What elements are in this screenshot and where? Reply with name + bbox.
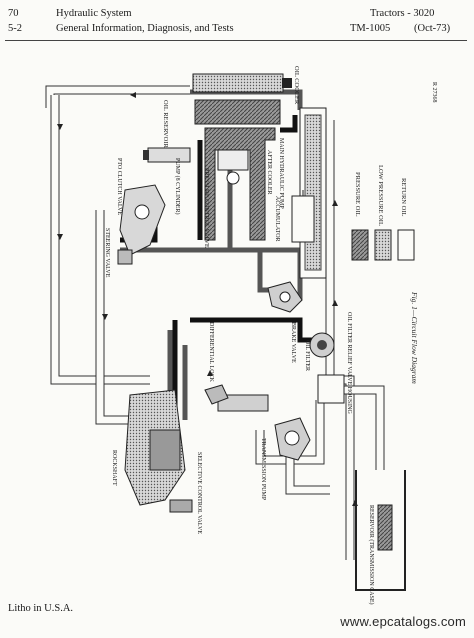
- rockshaft-assembly: ROCKSHAFT SELECTIVE CONTROL VALVE: [111, 389, 202, 534]
- model-title: Tractors - 3020: [370, 8, 435, 19]
- label-accumulator: ACCUMULATOR: [274, 196, 280, 242]
- pto-clutch-valve: PTO CLUTCH VALVE: [116, 147, 191, 215]
- oil-filter-relief-valve-housing: OIL FILTER RELIEF VALVE HOUSING: [309, 312, 352, 414]
- transmission-pump: TRANSMISSION PUMP: [260, 417, 311, 501]
- watermark-link[interactable]: www.epcatalogs.com: [340, 614, 466, 629]
- figure-caption: Fig. 1—Circuit Flow Diagram: [410, 291, 419, 384]
- oil-filter: OIL FILTER: [304, 340, 345, 404]
- label-rockshaft: ROCKSHAFT: [111, 450, 117, 486]
- label-steering-valve: STEERING VALVE: [104, 228, 110, 278]
- label-after-cooler: AFTER COOLER: [266, 150, 272, 195]
- label-reservoir: RESERVOIR (TRANSMISSION CASE): [368, 505, 375, 605]
- legend-swatch-return-oil: [397, 229, 415, 261]
- label-differential-lock: DIFFERENTIAL LOCK: [208, 322, 214, 383]
- legend-label-low-pressure-oil: LOW PRESSURE OIL: [377, 165, 384, 226]
- label-transmission-pump: TRANSMISSION PUMP: [260, 438, 266, 501]
- flow-legend: PRESSURE OIL LOW PRESSURE OIL RETURN OIL: [351, 165, 415, 261]
- header-rule: [5, 40, 467, 41]
- label-brake-valve: BRAKE VALVE: [290, 322, 296, 363]
- label-pressure-control-valve: PRESSURE CONTROL VALVE: [203, 168, 209, 248]
- figure-part-number: R 27368: [431, 82, 437, 103]
- main-hydraulic-pump: [299, 107, 327, 279]
- section-subtitle: General Information, Diagnosis, and Test…: [56, 23, 234, 34]
- manual-date: (Oct-73): [414, 23, 451, 34]
- label-selective-control-valve: SELECTIVE CONTROL VALVE: [196, 452, 202, 534]
- label-oil-filter: OIL FILTER: [304, 340, 310, 371]
- label-pump: PUMP (8 CYLINDER): [174, 158, 181, 214]
- oil-reservoir: OIL RESERVOIR: [162, 99, 281, 148]
- transmission-case-reservoir: RESERVOIR (TRANSMISSION CASE): [355, 470, 406, 605]
- label-oil-cooler: OIL COOLER: [293, 66, 300, 105]
- label-main-hydraulic-pump: MAIN HYDRAULIC PUMP: [278, 138, 284, 209]
- manual-ref: TM-1005: [350, 23, 391, 34]
- legend-swatch-pressure-oil: [351, 229, 369, 261]
- legend-label-pressure-oil: PRESSURE OIL: [354, 172, 361, 217]
- steering-valve: STEERING VALVE: [104, 184, 166, 278]
- page-number: 70: [8, 8, 19, 19]
- label-pto-clutch-valve: PTO CLUTCH VALVE: [116, 158, 122, 215]
- label-oil-filter-relief-valve-housing: OIL FILTER RELIEF VALVE HOUSING: [346, 312, 352, 414]
- legend-swatch-low-pressure-oil: [374, 229, 392, 261]
- litho-footer: Litho in U.S.A.: [8, 603, 74, 614]
- label-oil-reservoir: OIL RESERVOIR: [162, 100, 169, 148]
- differential-lock: DIFFERENTIAL LOCK: [204, 322, 269, 412]
- accumulator: [291, 190, 315, 243]
- flow-arrows: [57, 92, 358, 506]
- legend-label-return-oil: RETURN OIL: [400, 178, 407, 216]
- section-title: Hydraulic System: [56, 8, 132, 19]
- section-number: 5-2: [8, 23, 22, 34]
- oil-cooler: OIL COOLER: [192, 66, 300, 105]
- brake-valve: BRAKE VALVE: [267, 281, 303, 363]
- main-pump-housing: [204, 127, 276, 241]
